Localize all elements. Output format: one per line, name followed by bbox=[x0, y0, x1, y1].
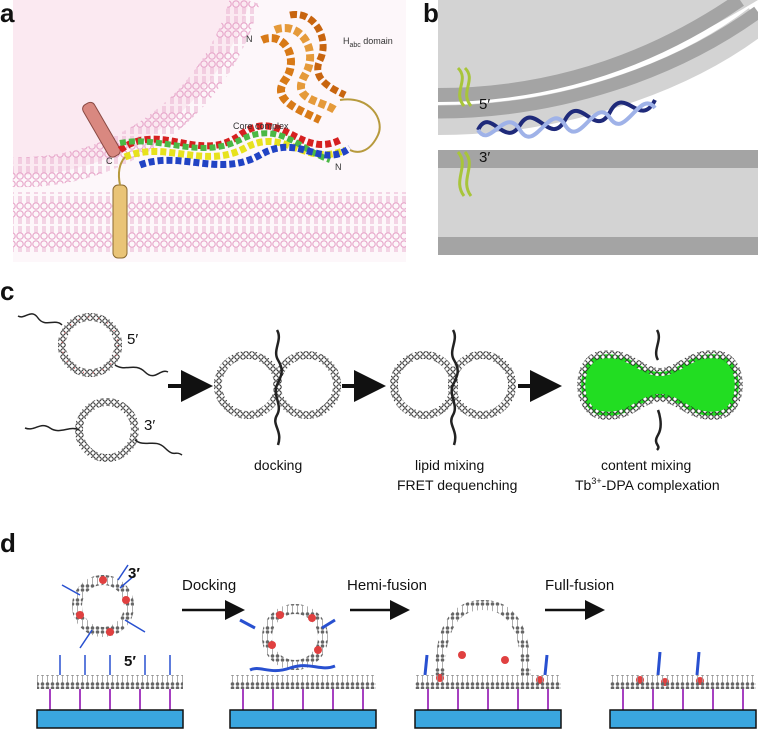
step-docking-d: Docking bbox=[182, 577, 236, 594]
tethers-1 bbox=[49, 689, 171, 710]
step-full-fusion: Full-fusion bbox=[545, 577, 614, 594]
step-lipid-mixing-2: FRET dequenching bbox=[397, 477, 517, 493]
surface-dna-1 bbox=[59, 655, 171, 675]
target-membrane bbox=[13, 192, 406, 252]
n-terminus-right-label: N bbox=[335, 162, 342, 172]
step-content-mixing-1: content mixing bbox=[601, 457, 691, 473]
supported-bilayer-1 bbox=[37, 675, 183, 689]
habc-domain bbox=[260, 11, 381, 153]
dye bbox=[458, 651, 466, 659]
three-prime-label-c: 3′ bbox=[144, 417, 155, 434]
linker bbox=[117, 156, 126, 186]
vesicle-5prime bbox=[58, 313, 122, 377]
dye bbox=[308, 614, 316, 622]
vesicle-3prime bbox=[75, 398, 139, 462]
panel-c-label: c bbox=[0, 276, 14, 306]
dye bbox=[76, 611, 84, 619]
docking-vesicle-right bbox=[273, 351, 341, 419]
dna-strand-c3 bbox=[24, 424, 80, 432]
upper-membrane-edge bbox=[437, 6, 758, 119]
core-complex bbox=[117, 122, 353, 186]
dye bbox=[314, 646, 322, 654]
supported-bilayer-2 bbox=[230, 675, 376, 689]
anchor-bottom-2 bbox=[463, 151, 473, 197]
substrate-2 bbox=[229, 709, 377, 729]
syntaxin-tmd bbox=[112, 184, 128, 259]
substrate-3 bbox=[414, 709, 562, 729]
synaptobrevin-tmd bbox=[82, 101, 121, 158]
lower-membrane-top-edge bbox=[438, 150, 758, 168]
anchor-top-1 bbox=[456, 66, 466, 107]
hemifused-dna bbox=[423, 654, 549, 676]
upper-membrane-inner bbox=[437, 8, 758, 135]
panel-c: c 5′ 3′ docking lipid mixing FRET dequen… bbox=[0, 276, 743, 493]
tethers-4 bbox=[622, 689, 744, 710]
five-prime-label-d: 5′ bbox=[124, 653, 136, 670]
substrate-4 bbox=[609, 709, 757, 729]
fused-dna bbox=[656, 651, 701, 676]
dye bbox=[276, 611, 284, 619]
dye bbox=[99, 576, 107, 584]
substrate-1 bbox=[36, 709, 184, 729]
panel-d-label: d bbox=[0, 528, 16, 558]
three-prime-label-b: 3′ bbox=[479, 149, 490, 166]
anchor-top-2 bbox=[463, 66, 473, 107]
panel-a-label: a bbox=[0, 0, 15, 28]
dna-strand-c2 bbox=[114, 364, 169, 377]
helix-blue bbox=[138, 143, 353, 169]
panel-d: d 3′ 5′ Docking Hemi-fusion Full-fusion bbox=[0, 528, 757, 729]
dye bbox=[106, 628, 114, 636]
step-docking: docking bbox=[254, 457, 302, 473]
fused-vesicle bbox=[577, 350, 743, 420]
tethers-3 bbox=[427, 689, 549, 710]
dye bbox=[268, 641, 276, 649]
step-lipid-mixing-1: lipid mixing bbox=[415, 457, 484, 473]
dna-strand-c1 bbox=[17, 313, 63, 326]
dye bbox=[501, 656, 509, 664]
c-terminus-label: C bbox=[106, 156, 113, 166]
vesicle-dna-strands bbox=[61, 564, 146, 649]
anchor-bottom-1 bbox=[456, 151, 466, 197]
content-mix-dna bbox=[654, 329, 662, 451]
three-prime-label-d: 3′ bbox=[128, 565, 140, 582]
vesicle-interior bbox=[13, 0, 250, 176]
panel-a: N Habc domain Core complex C N a bbox=[0, 0, 406, 262]
core-complex-label: Core complex bbox=[233, 121, 289, 131]
habc-label: Habc domain bbox=[343, 36, 393, 49]
upper-membrane-outer bbox=[437, 0, 744, 102]
tethers-2 bbox=[242, 689, 364, 710]
hemifused-vesicle bbox=[435, 599, 531, 676]
docking-vesicle-left bbox=[214, 351, 282, 419]
docking-dna bbox=[274, 329, 283, 446]
lipid-mix-vesicle-left bbox=[390, 351, 458, 419]
supported-bilayer-3 bbox=[415, 675, 561, 689]
panel-b: 5′ 3′ b bbox=[423, 0, 758, 262]
five-prime-label-b: 5′ bbox=[479, 96, 490, 113]
supported-bilayer-4 bbox=[610, 675, 756, 689]
upper-vesicle-body bbox=[438, 0, 758, 95]
n-terminus-top-label: N bbox=[246, 34, 253, 44]
step-hemi-fusion: Hemi-fusion bbox=[347, 577, 427, 594]
lipid-mix-vesicle-right bbox=[448, 351, 516, 419]
step-content-mixing-2: Tb3+-DPA complexation bbox=[575, 476, 720, 493]
helix-green bbox=[119, 130, 332, 163]
dna-duplex bbox=[476, 99, 657, 139]
docked-dna bbox=[239, 618, 336, 673]
five-prime-label-c: 5′ bbox=[127, 331, 138, 348]
dye bbox=[122, 596, 130, 604]
vesicle-membrane bbox=[12, 0, 260, 188]
vesicle-5prime-dyes bbox=[61, 316, 119, 374]
panel-b-label: b bbox=[423, 0, 439, 28]
lower-membrane-bottom-edge bbox=[438, 237, 758, 255]
lipid-mix-dna bbox=[450, 329, 459, 446]
helix-red bbox=[117, 122, 342, 153]
dna-strand-c4 bbox=[134, 439, 183, 456]
docked-vesicle bbox=[262, 604, 328, 670]
